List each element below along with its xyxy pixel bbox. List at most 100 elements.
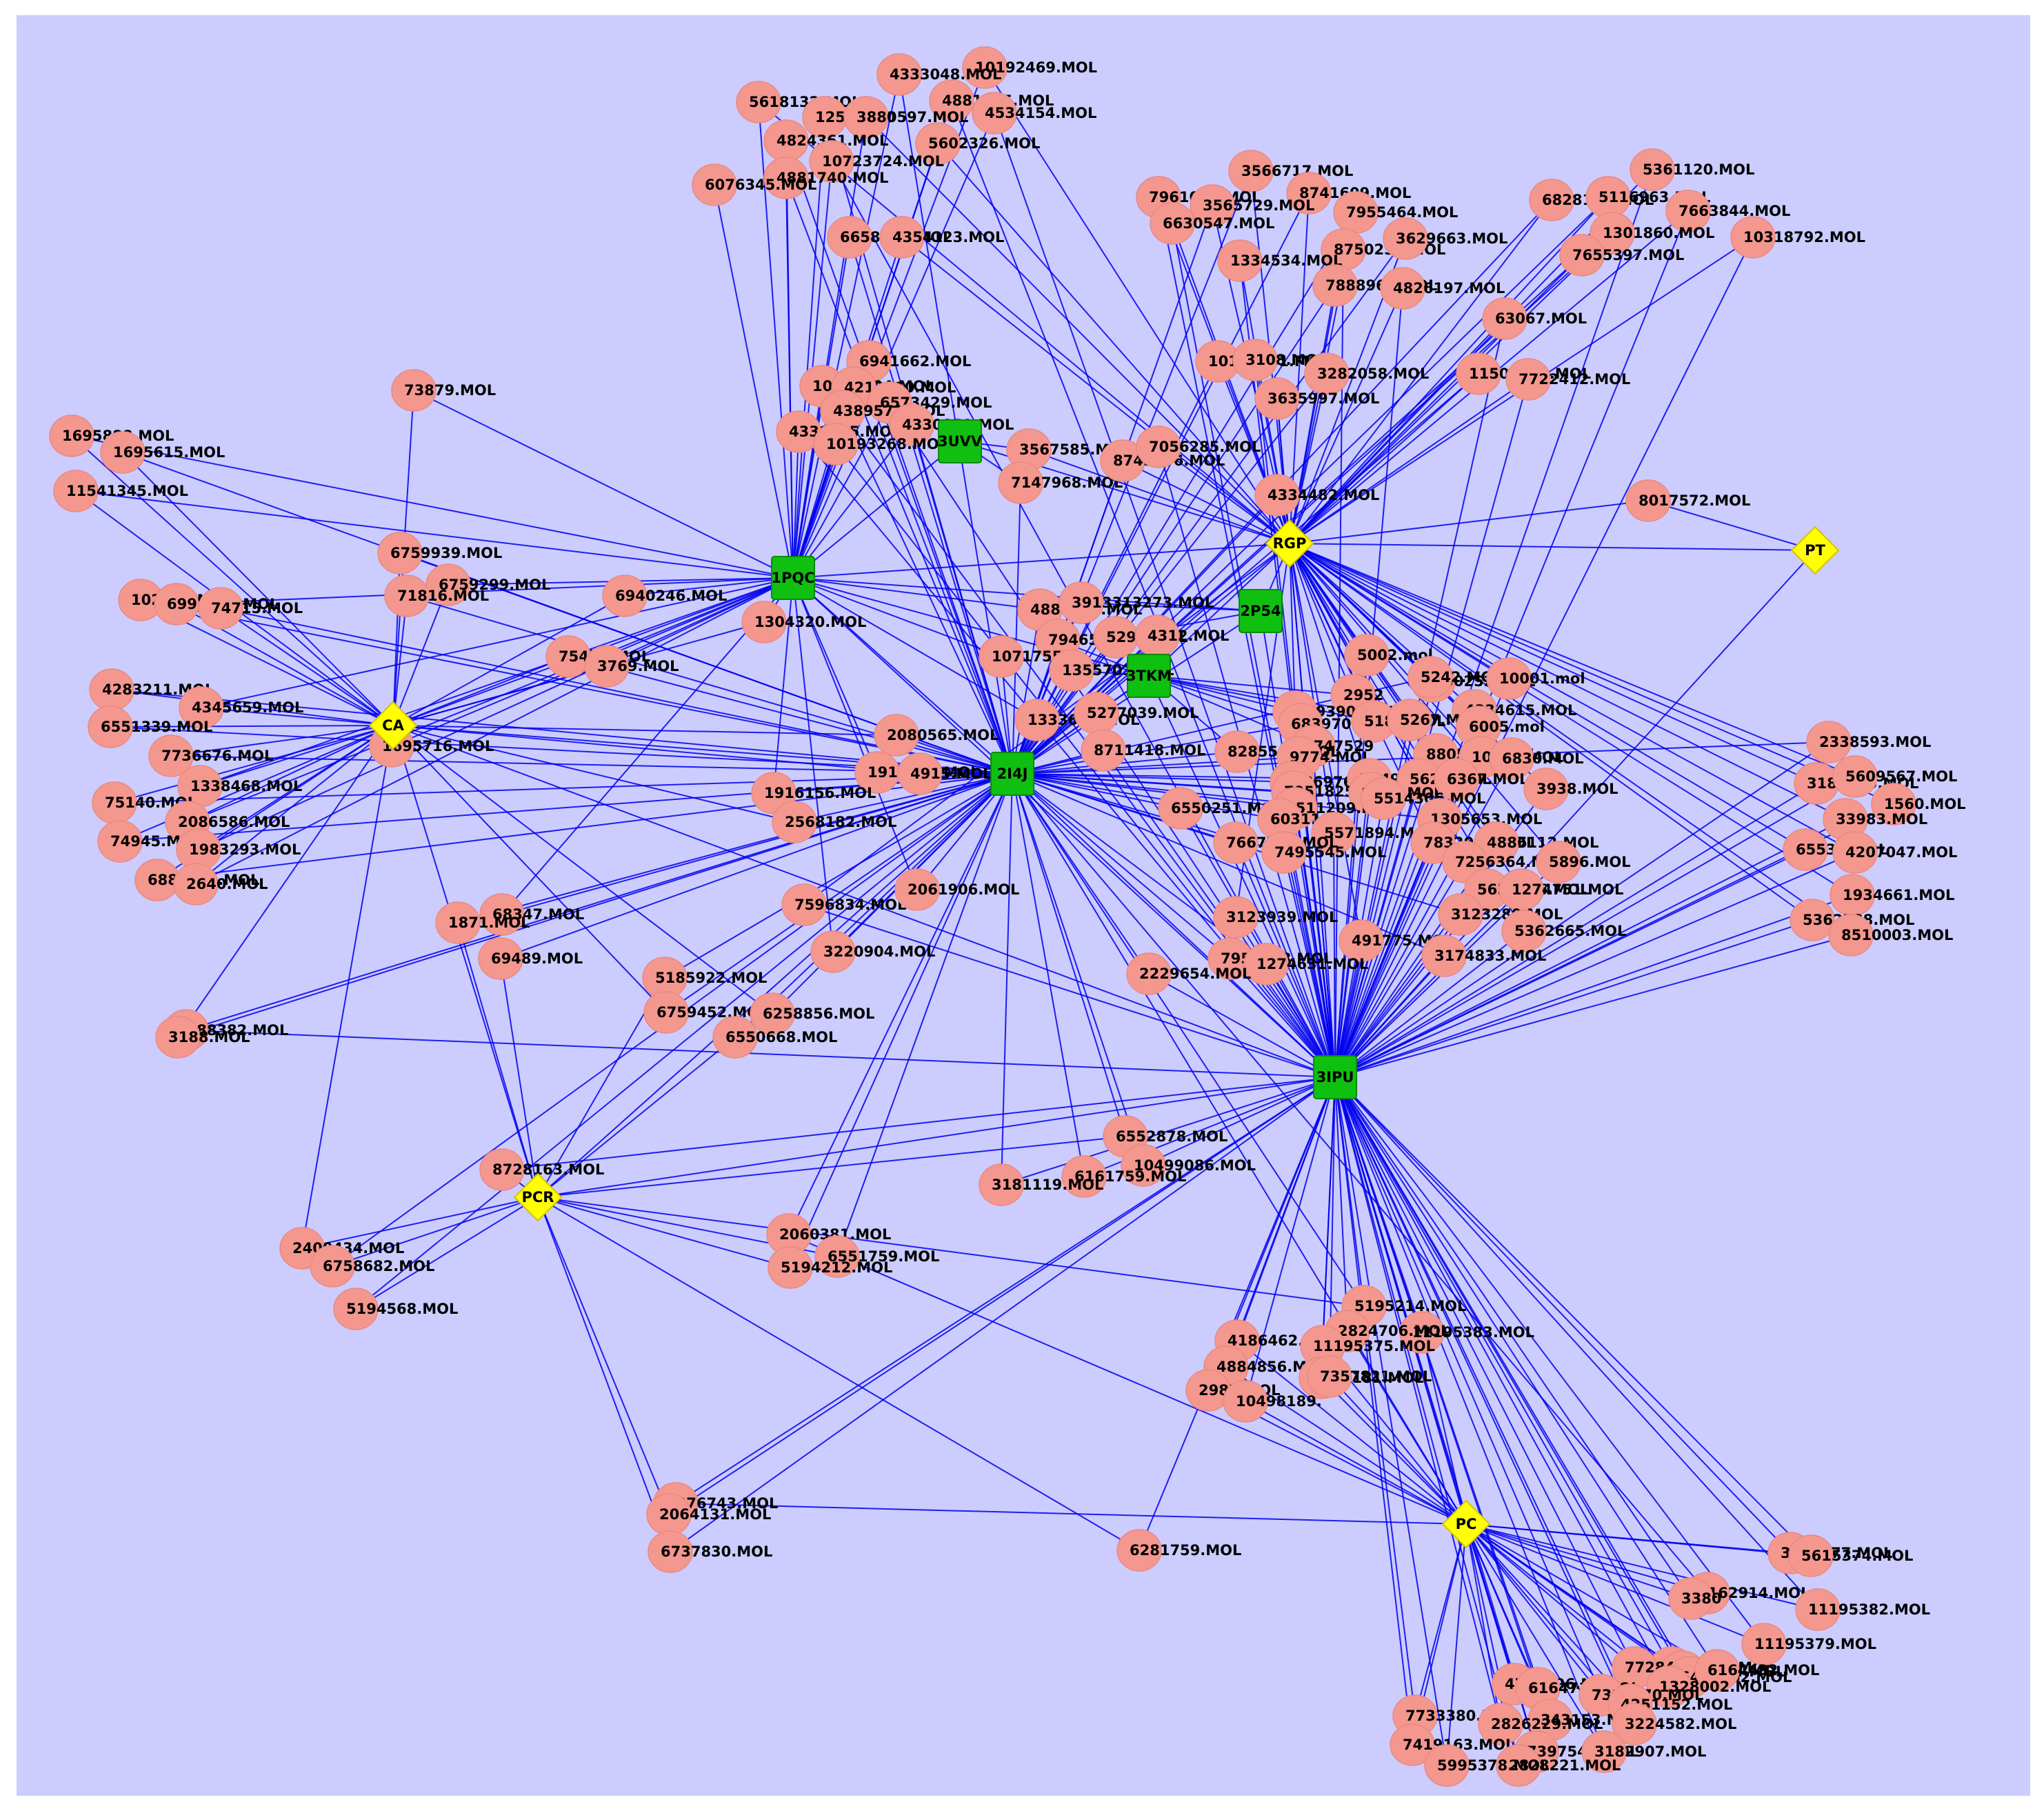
molecule-node-8711418-mol[interactable]: 8711418.MOL xyxy=(1081,729,1205,772)
molecule-node-6005-mol[interactable]: 6005.mol xyxy=(1456,706,1545,748)
molecule-node-7955464-mol[interactable]: 7955464.MOL xyxy=(1333,191,1458,234)
molecule-node-5896-mol[interactable]: 5896.MOL xyxy=(1536,841,1631,883)
target-node-2i4j[interactable]: 2I4J xyxy=(990,752,1034,796)
target-node-2p54[interactable]: 2P54 xyxy=(1239,589,1283,633)
molecule-node-74715-mol[interactable]: 74715.MOL xyxy=(198,587,303,630)
molecule-node-1560-mol[interactable]: 1560.MOL xyxy=(1871,783,1966,826)
target-node-3tkm[interactable]: 3TKM xyxy=(1126,654,1172,698)
molecule-node-1301860-mol[interactable]: 1301860.MOL xyxy=(1590,212,1714,254)
molecule-node-1916156-mol[interactable]: 1916156.MOL xyxy=(751,772,876,814)
molecule-node-3938-mol[interactable]: 3938.MOL xyxy=(1523,768,1619,810)
molecule-node-6830-mol[interactable]: 6830.MOL xyxy=(1489,737,1584,780)
molecule-node-6630547-mol[interactable]: 6630547.MOL xyxy=(1150,202,1274,245)
disease-node-pt[interactable]: PT xyxy=(1790,526,1840,575)
molecule-node-3629663-mol[interactable]: 3629663.MOL xyxy=(1383,217,1507,260)
molecule-node-2064131-mol[interactable]: 2064131.MOL xyxy=(646,1493,771,1536)
molecule-node-6367-mol[interactable]: 6367.MOL xyxy=(1434,758,1529,801)
molecule-node-33983-mol[interactable]: 33983.MOL xyxy=(1823,798,1927,841)
molecule-node-1274631-mol[interactable]: 1274631.MOL xyxy=(1243,943,1368,985)
molecule-node-63067-mol[interactable]: 63067.MOL xyxy=(1482,297,1587,340)
molecule-node-5116963-mol[interactable]: 5116963.MOL xyxy=(1585,176,1710,219)
molecule-node-3565729-mol[interactable]: 3565729.MOL xyxy=(1190,184,1314,227)
molecule-node-2080565-mol[interactable]: 2080565.MOL xyxy=(874,714,999,757)
molecule-node-2826229-mol[interactable]: 2826229.MOL xyxy=(1478,1703,1603,1745)
molecule-node-3769-mol[interactable]: 3769.MOL xyxy=(584,645,679,688)
molecule-node-6076345-mol[interactable]: 6076345.MOL xyxy=(692,163,816,206)
molecule-node-3182907-mol[interactable]: 3182907.MOL xyxy=(1581,1730,1706,1773)
molecule-node-5194568-mol[interactable]: 5194568.MOL xyxy=(333,1288,458,1330)
molecule-node-5002-mol[interactable]: 5002.mol xyxy=(1344,634,1433,677)
molecule-node-2824706-mol[interactable]: 2824706.MOL xyxy=(1325,1310,1450,1352)
molecule-node-4333048-mol[interactable]: 4333048.MOL xyxy=(876,53,1001,96)
molecule-node-6940246-mol[interactable]: 6940246.MOL xyxy=(602,574,727,617)
molecule-node-11195379-mol[interactable]: 11195379.MOL xyxy=(1741,1623,1876,1665)
target-node-3uvv[interactable]: 3UVV xyxy=(938,419,983,463)
molecule-node-5194212-mol[interactable]: 5194212.MOL xyxy=(768,1246,892,1289)
molecule-node-6737830-mol[interactable]: 6737830.MOL xyxy=(648,1530,772,1573)
molecule-node-5362665-mol[interactable]: 5362665.MOL xyxy=(1501,910,1626,952)
molecule-node-8510003-mol[interactable]: 8510003.MOL xyxy=(1828,914,1953,957)
molecule-node-5615374-mol[interactable]: 5615374.MOL xyxy=(1788,1534,1913,1577)
molecule-node-6758682-mol[interactable]: 6758682.MOL xyxy=(310,1245,434,1288)
molecule-node-7655397-mol[interactable]: 7655397.MOL xyxy=(1559,234,1684,277)
molecule-node-6281759-mol[interactable]: 6281759.MOL xyxy=(1116,1529,1241,1572)
molecule-node-10193268-mol[interactable]: 10193268.MOL xyxy=(813,423,948,466)
molecule-node-7736676-mol[interactable]: 7736676.MOL xyxy=(148,734,273,777)
molecule-node-1304320-mol[interactable]: 1304320.MOL xyxy=(741,601,866,643)
molecule-node-7357821-mol[interactable]: 7357821.MOL xyxy=(1307,1355,1432,1398)
molecule-node-10499086-mol[interactable]: 10499086.MOL xyxy=(1121,1144,1256,1187)
molecule-node-3635997-mol[interactable]: 3635997.MOL xyxy=(1254,377,1379,420)
molecule-node-2640-mol[interactable]: 2640.MOL xyxy=(173,863,268,906)
target-node-1pqc[interactable]: 1PQC xyxy=(771,556,815,600)
disease-node-pcr[interactable]: PCR xyxy=(513,1172,563,1222)
molecule-node-4207047-mol[interactable]: 4207047.MOL xyxy=(1832,831,1957,874)
molecule-node-6258856-mol[interactable]: 6258856.MOL xyxy=(750,992,874,1035)
molecule-node-2338593-mol[interactable]: 2338593.MOL xyxy=(1806,721,1931,763)
molecule-node-4915-mol[interactable]: 4915.MOL xyxy=(897,752,992,795)
molecule-node-6161759-mol[interactable]: 6161759.MOL xyxy=(1061,1155,1186,1198)
molecule-node-4534154-mol[interactable]: 4534154.MOL xyxy=(972,92,1096,134)
molecule-node-11195383-mol[interactable]: 11195383.MOL xyxy=(1399,1311,1534,1354)
molecule-node-3282058-mol[interactable]: 3282058.MOL xyxy=(1304,352,1429,395)
molecule-node-6759299-mol[interactable]: 6759299.MOL xyxy=(425,563,550,606)
molecule-node-7419163-mol[interactable]: 7419163.MOL xyxy=(1390,1723,1514,1766)
molecule-node-3123280-mol[interactable]: 3123280.MOL xyxy=(1438,893,1563,936)
molecule-node-11195382-mol[interactable]: 11195382.MOL xyxy=(1795,1588,1930,1631)
molecule-node-1328002-mol[interactable]: 1328002.MOL xyxy=(1646,1665,1771,1708)
molecule-node-6550668-mol[interactable]: 6550668.MOL xyxy=(712,1016,837,1059)
molecule-node-4826197-mol[interactable]: 4826197.MOL xyxy=(1380,267,1505,310)
molecule-node-7596834-mol[interactable]: 7596834.MOL xyxy=(781,883,906,926)
disease-node-rgp[interactable]: RGP xyxy=(1265,519,1314,568)
molecule-node-7495545-mol[interactable]: 7495545.MOL xyxy=(1261,831,1386,874)
molecule-node-3188-mol[interactable]: 3188.MOL xyxy=(155,1016,250,1059)
molecule-node-6759452-mol[interactable]: 6759452.MOL xyxy=(643,991,768,1034)
molecule-node-68347-mol[interactable]: 68347.MOL xyxy=(479,893,584,936)
molecule-node-10192469-mol[interactable]: 10192469.MOL xyxy=(962,46,1097,89)
molecule-node-5185922-mol[interactable]: 5185922.MOL xyxy=(642,957,767,999)
disease-node-ca[interactable]: CA xyxy=(368,701,418,750)
molecule-node-6759939-mol[interactable]: 6759939.MOL xyxy=(377,532,502,574)
molecule-node-2828221-mol[interactable]: 2828221.MOL xyxy=(1496,1744,1621,1787)
molecule-node-4312-mol[interactable]: 4312.MOL xyxy=(1134,614,1230,657)
target-node-3ipu[interactable]: 3IPU xyxy=(1313,1055,1357,1099)
molecule-node-1695888-mol[interactable]: 1695888.MOL xyxy=(49,414,174,457)
molecule-node-5609567-mol[interactable]: 5609567.MOL xyxy=(1832,755,1957,798)
molecule-node-7722412-mol[interactable]: 7722412.MOL xyxy=(1505,358,1630,401)
molecule-node-71816-mol[interactable]: 71816.MOL xyxy=(384,574,489,617)
molecule-node-4345659-mol[interactable]: 4345659.MOL xyxy=(179,686,303,729)
molecule-node-3181119-mol[interactable]: 3181119.MOL xyxy=(979,1163,1103,1206)
molecule-node-7056285-mol[interactable]: 7056285.MOL xyxy=(1136,426,1261,468)
molecule-node-5361120-mol[interactable]: 5361120.MOL xyxy=(1630,148,1754,191)
molecule-node-4881740-mol[interactable]: 4881740.MOL xyxy=(763,157,888,199)
molecule-node-10318792-mol[interactable]: 10318792.MOL xyxy=(1730,216,1865,259)
molecule-node-3224582-mol[interactable]: 3224582.MOL xyxy=(1612,1703,1736,1745)
molecule-node-3174833-mol[interactable]: 3174833.MOL xyxy=(1421,934,1546,977)
molecule-node-73879-mol[interactable]: 73879.MOL xyxy=(391,369,496,412)
molecule-node-8017572-mol[interactable]: 8017572.MOL xyxy=(1625,479,1750,522)
molecule-node-3220904-mol[interactable]: 3220904.MOL xyxy=(810,930,935,973)
molecule-node-1934661-mol[interactable]: 1934661.MOL xyxy=(1830,874,1954,917)
molecule-node-5995378-mol[interactable]: 5995378.MOL xyxy=(1424,1744,1549,1787)
molecule-node-8750257-mol[interactable]: 8750257.MOL xyxy=(1321,228,1445,271)
molecule-node-1338468-mol[interactable]: 1338468.MOL xyxy=(177,765,302,808)
molecule-node-2568182-mol[interactable]: 2568182.MOL xyxy=(772,801,896,843)
